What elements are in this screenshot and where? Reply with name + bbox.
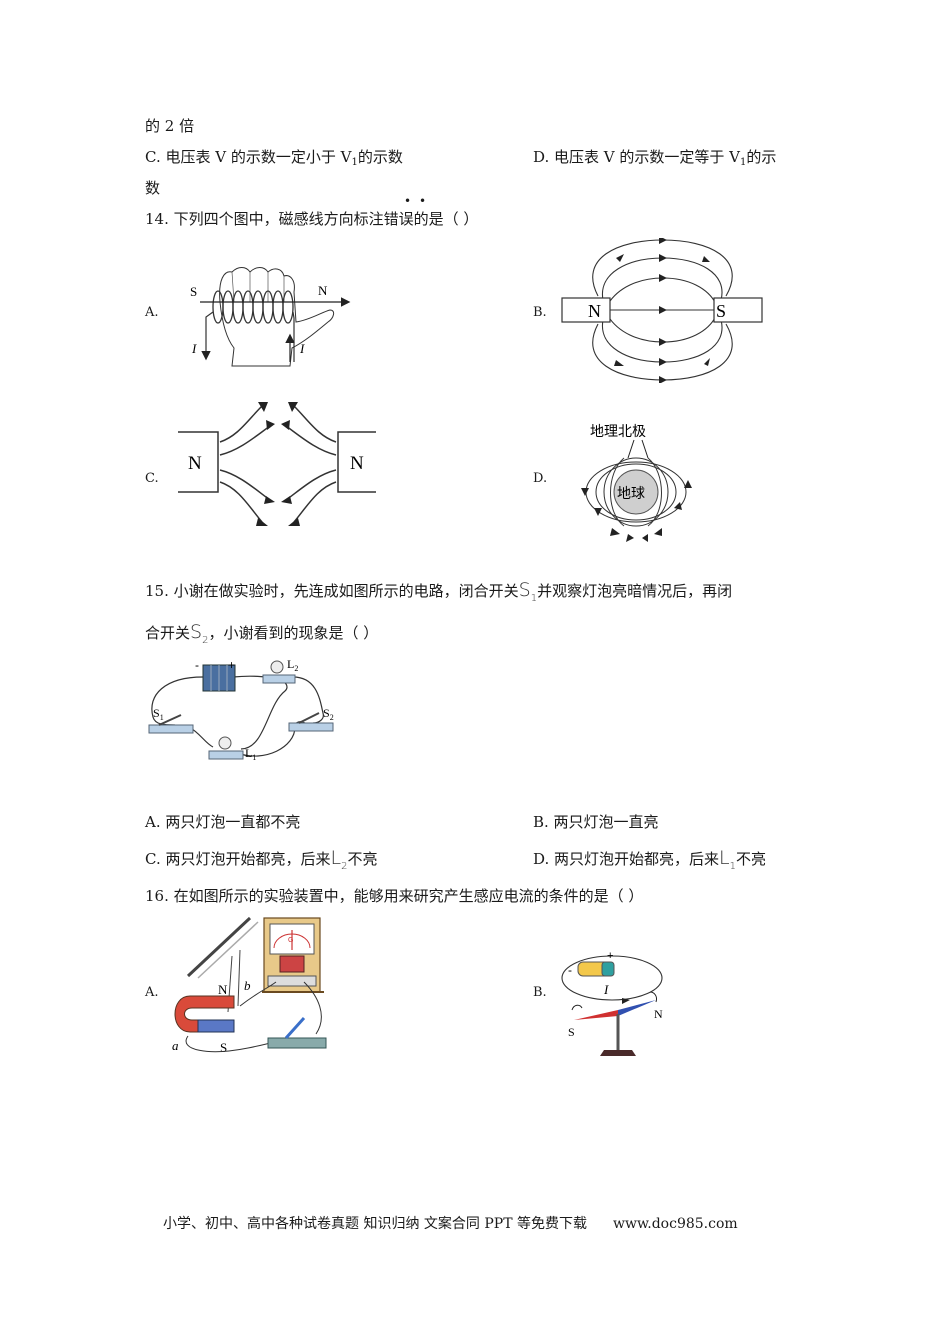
fig-a-n-label: N — [318, 283, 328, 298]
fig16-b-label: b — [244, 978, 251, 993]
q15-stem-line1: 15. 小谢在做实验时，先连成如图所示的电路，闭合开关S1并观察灯泡亮暗情况后，… — [145, 580, 732, 609]
q15-stem-line2: 合开关S2，小谢看到的现象是（ ） — [145, 622, 378, 651]
fig15-l1: L1 — [245, 746, 256, 762]
fig-d-earth-label: 地球 — [617, 486, 645, 502]
fig-c-n-right: N — [350, 453, 364, 474]
fig15-plus: + — [228, 658, 235, 672]
fig16-g-label: G — [288, 937, 293, 944]
q15-option-d-symbol: L1 — [719, 847, 736, 872]
q14-option-d-label: D. — [533, 471, 548, 486]
q13-option-d-sub: 1 — [740, 157, 747, 168]
q15-option-d: D. 两只灯泡开始都亮，后来L1不亮 — [533, 848, 766, 877]
q15-option-c-symbol: L2 — [330, 847, 348, 872]
q16-figure-b-oersted: - + I S N — [561, 950, 663, 1056]
q14-option-a-label: A. — [145, 305, 159, 320]
q15-stem-b: 并观察灯泡亮暗情况后，再闭 — [537, 582, 733, 600]
emphasis-dots: •• — [403, 194, 427, 208]
q14-option-b-label: B. — [533, 305, 547, 320]
fig15-minus: - — [195, 658, 199, 672]
fig15-s1: S1 — [153, 706, 164, 722]
footer-url[interactable]: www.doc985.com — [612, 1216, 738, 1232]
fig16b-plus: + — [607, 950, 613, 962]
q13-tail-line: 的 2 倍 — [145, 117, 195, 135]
fig-b-n-label: N — [588, 301, 601, 321]
q15-switch-s1-symbol: S1 — [518, 579, 538, 604]
fig-a-s-label: S — [190, 284, 197, 299]
q14-figure-b-bar-magnet: N S — [561, 238, 763, 383]
q14-figure-d-earth-field: 地理北极 地球 — [581, 424, 692, 542]
fig-b-s-label: S — [716, 301, 726, 321]
q15-option-c-end: 不亮 — [347, 850, 378, 868]
q14-option-c-label: C. — [145, 471, 159, 486]
fig-a-i-right: I — [299, 341, 305, 356]
q15-line2-b: ，小谢看到的现象是（ ） — [208, 624, 379, 642]
q15-switch-s2-symbol: S2 — [190, 621, 209, 646]
q15-option-d-text: D. 两只灯泡开始都亮，后来 — [533, 850, 720, 868]
q16-option-b-label: B. — [533, 985, 547, 1000]
q16-stem: 16. 在如图所示的实验装置中，能够用来研究产生感应电流的条件的是（ ） — [145, 887, 644, 905]
q13-option-d-wrap: 数 — [145, 179, 161, 197]
fig15-s2: S2 — [323, 706, 334, 722]
q15-option-a: A. 两只灯泡一直都不亮 — [145, 813, 301, 831]
fig16-n-label: N — [218, 982, 228, 997]
fig-d-north-label: 地理北极 — [590, 424, 646, 440]
page-footer: 小学、初中、高中各种试卷真题 知识归纳 文案合同 PPT 等免费下载 www.do… — [163, 1213, 738, 1233]
fig-a-i-left: I — [191, 341, 197, 356]
fig16-s-label: S — [220, 1040, 227, 1055]
fig16b-i-label: I — [603, 982, 609, 997]
q16-figure-a-induction: G N S a b — [172, 916, 327, 1055]
q15-line2-a: 合开关 — [145, 624, 191, 642]
q13-option-c-sub: 1 — [351, 157, 358, 168]
q14-stem-a: 14. 下列四个图中，磁感线方向标注 — [145, 210, 384, 228]
q13-option-c: C. 电压表 V 的示数一定小于 V1的示数 — [145, 147, 403, 173]
q14-figure-c-two-north-poles: N N — [178, 402, 376, 526]
q13-option-d-text: D. 电压表 V 的示数一定等于 V — [533, 148, 740, 166]
q15-option-c-text: C. 两只灯泡开始都亮，后来 — [145, 850, 331, 868]
fig16b-n-label: N — [654, 1007, 663, 1021]
q14-stem-emphasis: 错误 — [383, 210, 414, 228]
q14-stem-b: 的是（ ） — [413, 210, 479, 228]
q15-circuit-figure: - + L2 S1 S2 L1 — [148, 657, 334, 762]
q15-option-b: B. 两只灯泡一直亮 — [533, 813, 659, 831]
fig16b-s-label: S — [568, 1025, 575, 1039]
q14-figure-a-hand-solenoid: S N I I — [190, 267, 351, 367]
q15-option-d-end: 不亮 — [736, 850, 767, 868]
q13-option-d-end: 的示 — [746, 148, 777, 166]
fig-c-n-left: N — [188, 453, 202, 474]
q13-option-c-text: C. 电压表 V 的示数一定小于 V — [145, 148, 352, 166]
fig16-a-label: a — [172, 1038, 179, 1053]
fig15-l2: L2 — [287, 657, 298, 673]
footer-text: 小学、初中、高中各种试卷真题 知识归纳 文案合同 PPT 等免费下载 — [163, 1216, 587, 1232]
q16-option-a-label: A. — [145, 985, 159, 1000]
q15-stem-a: 15. 小谢在做实验时，先连成如图所示的电路，闭合开关 — [145, 582, 519, 600]
fig16b-minus: - — [568, 963, 572, 977]
q15-option-c: C. 两只灯泡开始都亮，后来L2不亮 — [145, 848, 377, 877]
q13-option-d: D. 电压表 V 的示数一定等于 V1的示 — [533, 147, 776, 173]
q14-stem: 14. 下列四个图中，磁感线方向标注错误的是（ ） — [145, 209, 478, 229]
q13-option-c-end: 的示数 — [357, 148, 403, 166]
